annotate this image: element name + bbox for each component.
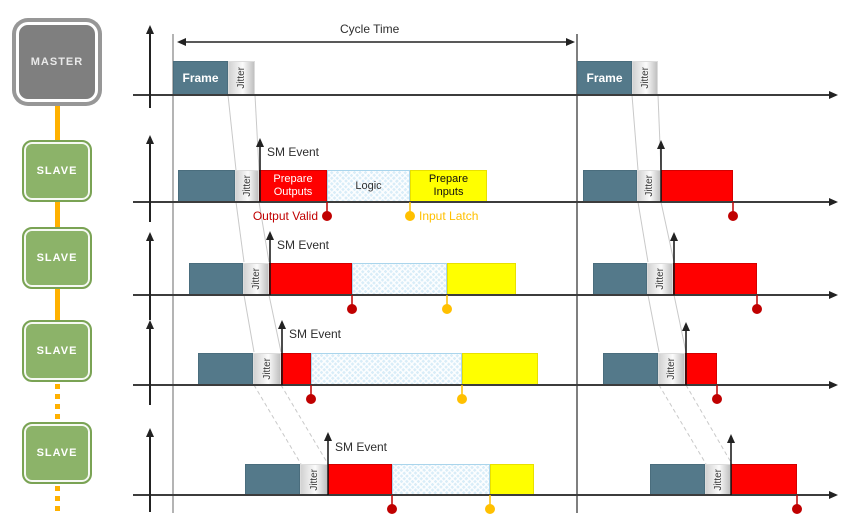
slave2-frame-box (189, 263, 243, 295)
slave4-frame-box-cycle2 (650, 464, 705, 495)
jitter-propagation-lines-left (227, 94, 329, 465)
slave4-logic-box (392, 464, 490, 495)
master-label: MASTER (30, 56, 84, 68)
slave-label: SLAVE (36, 345, 78, 357)
sm-event-arrows (256, 138, 735, 495)
slave3-prepare-inputs-box (462, 353, 538, 385)
slave3-slave4-dotted-connector (55, 384, 60, 424)
slave1-slave2-connector (55, 201, 60, 229)
slave-node-3: SLAVE (22, 320, 92, 382)
slave1-frame-box-cycle2 (583, 170, 637, 202)
slave4-prepare-outputs-box (328, 464, 392, 495)
master-frame-box-cycle2: Frame (577, 61, 632, 95)
slave4-frame-box (245, 464, 300, 495)
slave1-jitter-box-cycle2: Jitter (637, 170, 661, 202)
master-slave1-connector (55, 100, 60, 142)
output-valid-markers (306, 202, 802, 514)
prepare-inputs-label: Prepare Inputs (428, 173, 469, 198)
slave4-jitter-box: Jitter (300, 464, 328, 495)
slave1-frame-box (178, 170, 235, 202)
prepare-outputs-label: Prepare Outputs (273, 173, 313, 198)
slave-label: SLAVE (36, 165, 78, 177)
slave-node-1: SLAVE (22, 140, 92, 202)
slave4-trailing-dotted-connector (55, 486, 60, 516)
slave2-logic-box (352, 263, 447, 295)
input-latch-markers (405, 202, 495, 514)
slave1-prepare-outputs-box: Prepare Outputs (259, 170, 327, 202)
logic-label: Logic (355, 180, 382, 192)
slave2-prepare-outputs-box (269, 263, 352, 295)
slave-label: SLAVE (36, 447, 78, 459)
slave1-logic-box: Logic (327, 170, 410, 202)
master-jitter-box-cycle2: Jitter (632, 61, 658, 95)
slave3-frame-box-cycle2 (603, 353, 658, 385)
frame-label: Frame (182, 71, 219, 85)
jitter-propagation-lines-right (631, 94, 733, 465)
slave3-logic-box (311, 353, 462, 385)
frame-label: Frame (586, 71, 623, 85)
slave-label: SLAVE (36, 252, 78, 264)
slave-node-4: SLAVE (22, 422, 92, 484)
slave-node-2: SLAVE (22, 227, 92, 289)
time-axes (133, 91, 838, 499)
master-node: MASTER (16, 22, 98, 102)
slave2-slave3-connector (55, 288, 60, 322)
